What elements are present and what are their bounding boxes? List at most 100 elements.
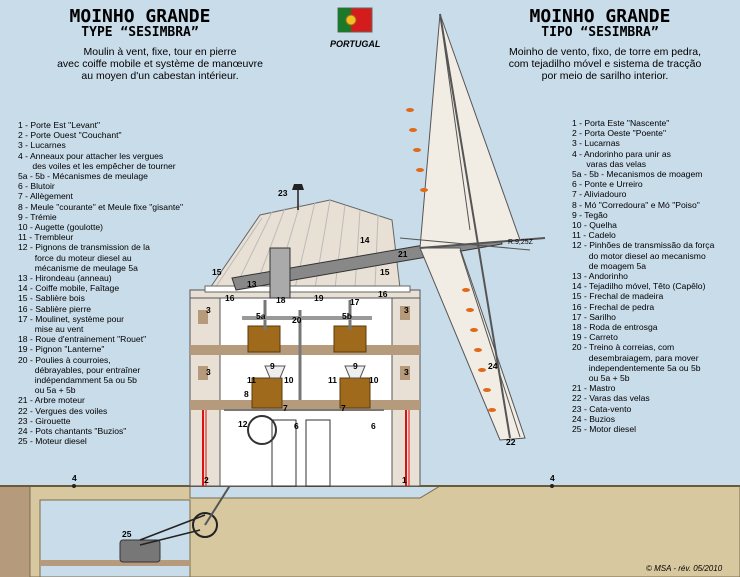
- label-10b: 10: [369, 375, 379, 385]
- legend-item: 19 - Pignon "Lanterne": [18, 344, 105, 355]
- legend-item: 14 - Coiffe mobile, Faîtage: [18, 283, 120, 294]
- legend-item: 16 - Frechal de pedra: [572, 301, 655, 312]
- sail-yard-2: [419, 237, 546, 249]
- radius-label: R:9,25Z: [508, 239, 533, 246]
- country-label: PORTUGAL: [330, 39, 381, 49]
- legend-item: 13 - Andorinho: [572, 271, 628, 282]
- bin-right: [305, 419, 331, 487]
- ring-4-right: [550, 484, 554, 488]
- label-13: 13: [247, 279, 257, 289]
- legend-item: 1 - Porta Este "Nascente": [572, 118, 670, 128]
- motor-pulley: [192, 512, 218, 538]
- legend-item: 9 - Tegão: [572, 209, 608, 220]
- legend-item: 22 - Varas das velas: [572, 393, 650, 404]
- label-3a: 3: [206, 305, 211, 315]
- legend-item: 5a - 5b - Mécanismes de meulage: [18, 171, 148, 182]
- legend-item: 24 - Pots chantants "Buzios": [18, 426, 127, 437]
- legend-item: 21 - Mastro: [572, 383, 616, 394]
- legend-item: mécanisme de meulage 5a: [18, 262, 138, 273]
- legend-item: 1 - Porte Est "Levant": [18, 120, 101, 130]
- label-22: 22: [506, 437, 516, 447]
- label-3c: 3: [206, 367, 211, 377]
- legend-item: 25 - Motor diesel: [572, 424, 637, 435]
- label-16b: 16: [378, 289, 388, 299]
- label-16a: 16: [225, 293, 235, 303]
- legend-item: 18 - Roue d'entrainement "Rouet": [18, 334, 147, 345]
- legend-item: 8 - Mó "Corredoura" e Mó "Poiso": [572, 199, 700, 210]
- label-5a: 5a: [256, 311, 266, 321]
- label-11a: 11: [247, 375, 256, 385]
- legend-item: 6 - Blutoir: [18, 181, 55, 192]
- label-19: 19: [314, 293, 324, 303]
- legend-item: 7 - Aliviadouro: [572, 189, 627, 200]
- legend-item: 3 - Lucarnes: [18, 140, 66, 151]
- legend-item: 9 - Trémie: [18, 211, 57, 222]
- legend-item: 11 - Cadelo: [572, 230, 616, 241]
- label-4a: 4: [72, 473, 77, 483]
- legend-item: indépendamment 5a ou 5b: [18, 375, 137, 386]
- weathervane: [292, 184, 304, 190]
- legend-item: 3 - Lucarnas: [572, 138, 620, 149]
- label-8: 8: [244, 389, 249, 399]
- description-fr: Moulin à vent, fixe, tour en pierre avec…: [57, 46, 263, 82]
- legend-item: 2 - Porte Ouest "Couchant": [18, 130, 122, 141]
- legend-item: 10 - Quelha: [572, 220, 617, 231]
- label-9b: 9: [353, 361, 358, 371]
- description-pt: Moinho de vento, fixo, de torre em pedra…: [508, 46, 702, 82]
- legend-item: 8 - Meule "courante" et Meule fixe "gisa…: [18, 201, 184, 212]
- legend-item: do motor diesel ao mecanismo: [572, 250, 706, 261]
- label-3d: 3: [404, 367, 409, 377]
- mechanism-5a: [247, 325, 281, 353]
- label-6b: 6: [371, 421, 376, 431]
- label-14: 14: [360, 235, 370, 245]
- legend-item: 17 - Sarilho: [572, 311, 616, 322]
- label-20: 20: [292, 315, 302, 325]
- label-5b: 5b: [342, 311, 352, 321]
- legend-item: 21 - Arbre moteur: [18, 395, 85, 406]
- legend-item: 13 - Hirondeau (anneau): [18, 273, 112, 284]
- label-25: 25: [122, 529, 132, 539]
- legend-item: independentemente 5a ou 5b: [572, 362, 701, 373]
- label-6a: 6: [294, 421, 299, 431]
- label-15a: 15: [212, 267, 222, 277]
- floor-lower: [190, 400, 420, 410]
- legend-item: 20 - Treino à correias, com: [572, 342, 675, 353]
- label-9a: 9: [270, 361, 275, 371]
- label-10a: 10: [284, 375, 294, 385]
- ring-4-left: [72, 484, 76, 488]
- floor-upper: [190, 345, 420, 355]
- legend-item: des voiles et les empêcher de tourner: [18, 160, 176, 171]
- legend-item: 5a - 5b - Mecanismos de moagem: [572, 169, 703, 180]
- legend-item: 24 - Buzios: [572, 413, 615, 424]
- legend-item: mise au vent: [18, 324, 84, 335]
- label-15b: 15: [380, 267, 390, 277]
- legend-item: 7 - Allègement: [18, 191, 73, 202]
- legend-item: débrayables, pour entraîner: [18, 364, 141, 375]
- legend-item: desembraiagem, para mover: [572, 352, 699, 363]
- sail-yard-1: [439, 13, 511, 439]
- legend-item: ou 5a + 5b: [18, 385, 76, 396]
- legend-item: 2 - Porta Oeste "Poente": [572, 128, 666, 139]
- title-fr: MOINHO GRANDE: [69, 6, 211, 27]
- legend-item: ou 5a + 5b: [572, 373, 630, 384]
- tower-body: [189, 289, 421, 487]
- copyright: © MSA - rév. 05/2010: [646, 564, 723, 573]
- legend-item: 18 - Roda de entrosga: [572, 322, 658, 333]
- legend-item: 10 - Augette (goulotte): [18, 222, 104, 233]
- label-11b: 11: [328, 375, 337, 385]
- label-21: 21: [398, 249, 408, 259]
- legend-item: 12 - Pignons de transmission de la: [18, 242, 150, 253]
- legend-item: 15 - Frechal de madeira: [572, 291, 664, 302]
- legend-item: 22 - Vergues des voiles: [18, 405, 108, 416]
- label-17: 17: [350, 297, 360, 307]
- legend-fr: 1 - Porte Est "Levant"2 - Porte Ouest "C…: [18, 120, 208, 447]
- mechanism-5b: [333, 325, 367, 353]
- legend-item: 6 - Ponte e Urreiro: [572, 179, 643, 190]
- label-24: 24: [488, 361, 498, 371]
- legend-item: 15 - Sablière bois: [18, 293, 85, 304]
- legend-item: force du moteur diesel au: [18, 252, 132, 263]
- legend-item: 16 - Sablière pierre: [18, 303, 92, 314]
- legend-item: varas das velas: [572, 158, 647, 169]
- label-4b: 4: [550, 473, 555, 483]
